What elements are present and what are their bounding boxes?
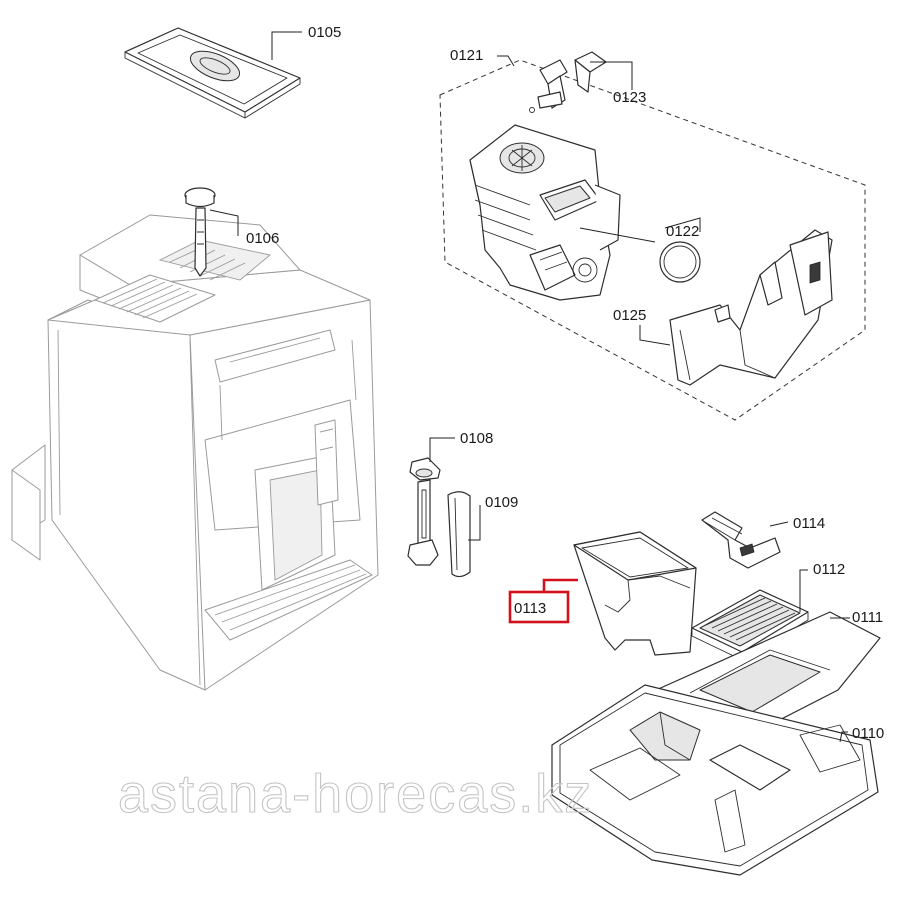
part-0109-tube-cover[interactable] <box>447 491 471 578</box>
label-0109[interactable]: 0109 <box>485 494 518 511</box>
leader-0106 <box>209 209 239 236</box>
brew-unit-body <box>469 124 621 301</box>
leader-0110 <box>839 731 848 743</box>
label-0122[interactable]: 0122 <box>666 223 699 240</box>
leader-0114 <box>769 521 789 527</box>
label-0106[interactable]: 0106 <box>246 230 279 247</box>
leader-0109 <box>468 505 481 541</box>
part-labels: 0105 0106 0121 0123 0122 0125 0108 0109 … <box>246 24 884 742</box>
part-0108-tube[interactable] <box>407 457 441 566</box>
leader-0122 <box>664 217 701 232</box>
watermark-text: astana-horecas.kz <box>118 764 593 824</box>
label-0113[interactable]: 0113 <box>514 600 546 617</box>
part-0114-float-clip[interactable] <box>701 511 781 569</box>
label-0108[interactable]: 0108 <box>460 430 493 447</box>
leader-0113 <box>542 578 578 592</box>
label-0110[interactable]: 0110 <box>852 725 884 742</box>
part-0113-grounds-container[interactable] <box>573 531 697 656</box>
label-0123[interactable]: 0123 <box>613 89 646 106</box>
highlight-box-0113 <box>508 590 570 624</box>
label-0125[interactable]: 0125 <box>613 307 646 324</box>
coffee-machine-body <box>11 214 379 691</box>
leader-0108 <box>429 437 455 462</box>
label-0121[interactable]: 0121 <box>450 47 483 64</box>
label-0112[interactable]: 0112 <box>813 561 845 578</box>
part-0106-filter-rod[interactable] <box>184 187 216 277</box>
label-0105[interactable]: 0105 <box>308 24 341 41</box>
part-0112-drip-grid[interactable] <box>691 589 809 661</box>
part-0110-drip-tray[interactable] <box>551 684 879 876</box>
label-0114[interactable]: 0114 <box>793 515 825 532</box>
leader-0123 <box>590 61 633 90</box>
part-0125-cover[interactable] <box>669 229 833 386</box>
part-0122-o-ring[interactable] <box>579 227 701 283</box>
part-0105-lid[interactable] <box>124 27 301 119</box>
leader-lines <box>209 31 850 743</box>
label-0111[interactable]: 0111 <box>852 609 883 626</box>
leader-0121 <box>497 55 515 67</box>
leader-0125 <box>639 325 671 346</box>
part-0123-lever[interactable] <box>529 51 607 113</box>
leader-0112 <box>799 569 808 612</box>
leader-0105 <box>271 31 302 60</box>
